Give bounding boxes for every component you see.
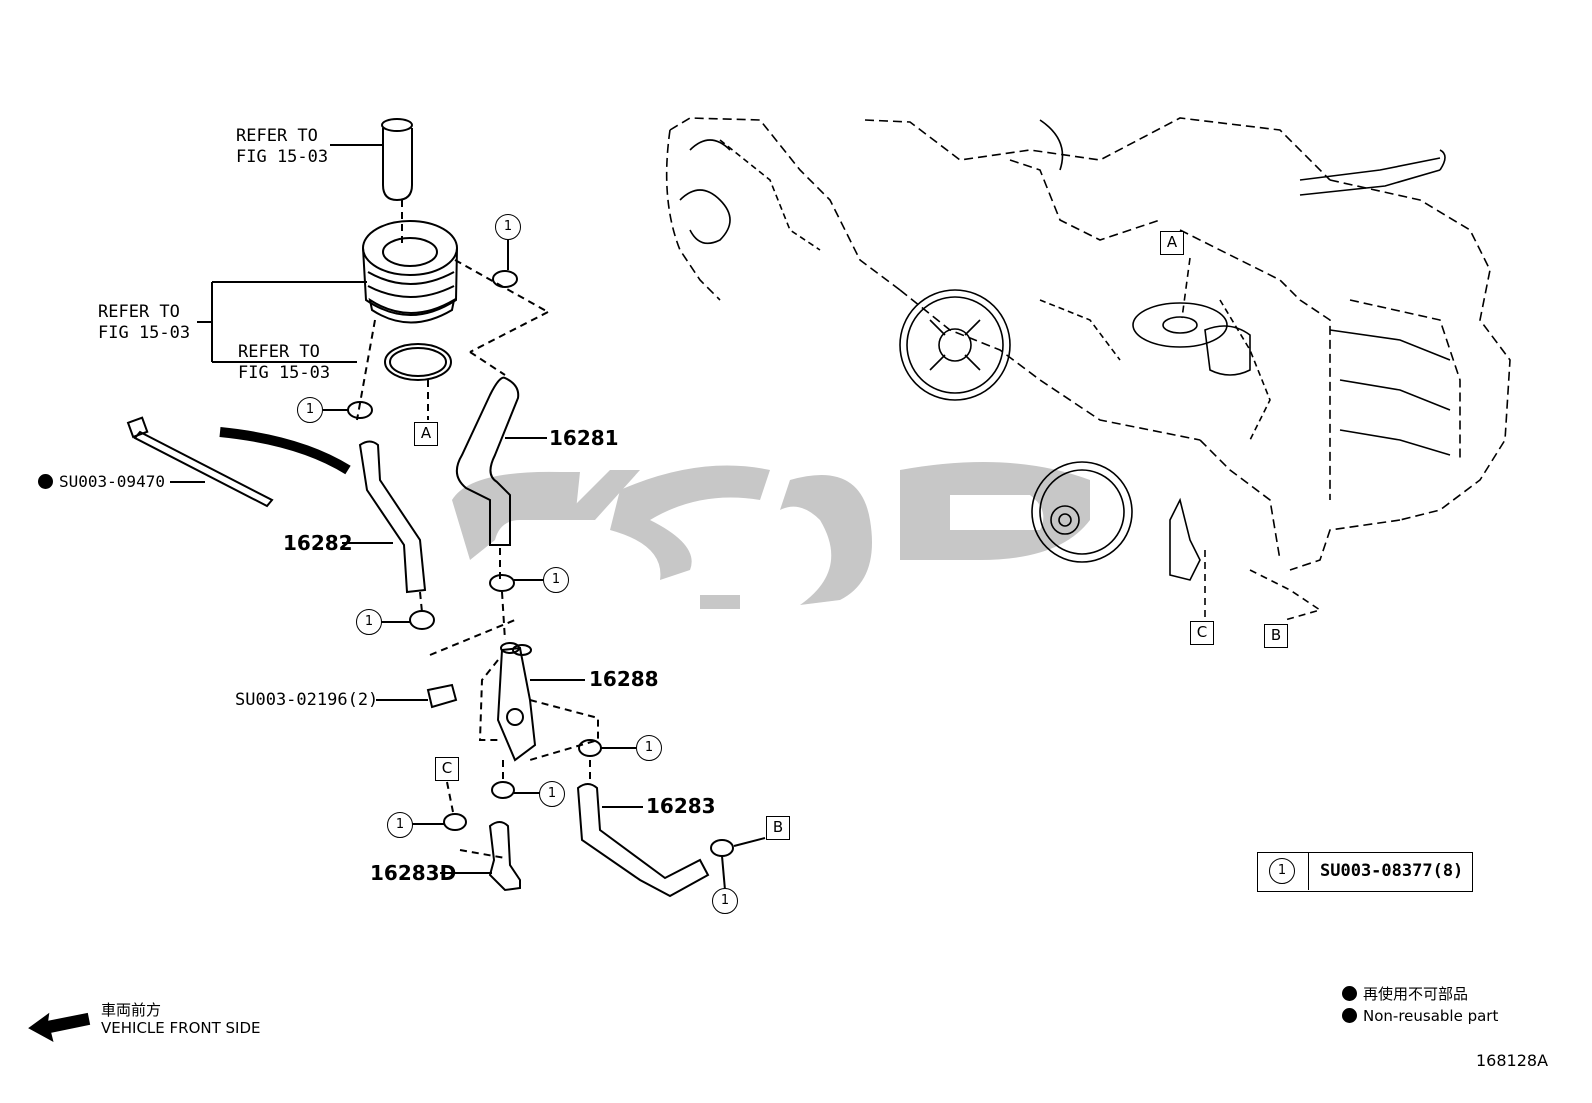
legend-part-number: SU003-08377(8) [1320,861,1464,881]
part-number: 16281 [549,426,619,450]
ref-marker-a: A [1160,231,1184,255]
clamp-callout: 1 [495,214,521,240]
part-number: 16282 [283,531,353,555]
clamp-callout: 1 [543,567,569,593]
ref-marker-a: A [414,422,438,446]
ref-marker-b: B [1264,624,1288,648]
clamp-callout: 1 [539,781,565,807]
clamp-legend: 1 SU003-08377(8) [1257,852,1473,892]
figure-id: 168128A [1476,1051,1549,1070]
part-number: 16283 [646,794,716,818]
refer-label-top: REFER TO FIG 15-03 [236,126,329,167]
legend-clamp-callout: 1 [1269,858,1295,884]
clamp-callout: 1 [356,609,382,635]
clamp-callout: 1 [636,735,662,761]
front-side-en: VEHICLE FRONT SIDE [101,1019,261,1037]
ref-marker-c: C [1190,621,1214,645]
front-side-jp: 車両前方 [101,1001,162,1019]
non-reusable-jp: 再使用不可部品 [1342,983,1468,1004]
non-reusable-dot-icon [38,474,53,489]
legend-number-cell: 1 [1258,853,1309,890]
part-number: 16283D [370,861,457,885]
non-reusable-en: Non-reusable part [1342,1007,1498,1025]
ref-marker-b: B [766,816,790,840]
part-number: 16288 [589,667,659,691]
clamp-callout: 1 [712,888,738,914]
non-reusable-dot-icon [1342,1008,1357,1023]
clamp-callout: 1 [297,397,323,423]
engine-outline [665,117,1511,621]
clamp-callout: 1 [387,812,413,838]
ref-marker-c: C [435,757,459,781]
refer-label-left: REFER TO FIG 15-03 [98,302,191,343]
non-reusable-dot-icon [1342,986,1357,1001]
clip-part-label: SU003-09470 [38,472,165,491]
refer-label-mid: REFER TO FIG 15-03 [238,342,331,383]
watermark [452,462,1090,609]
bolt-part-label: SU003-02196(2) [235,690,379,710]
